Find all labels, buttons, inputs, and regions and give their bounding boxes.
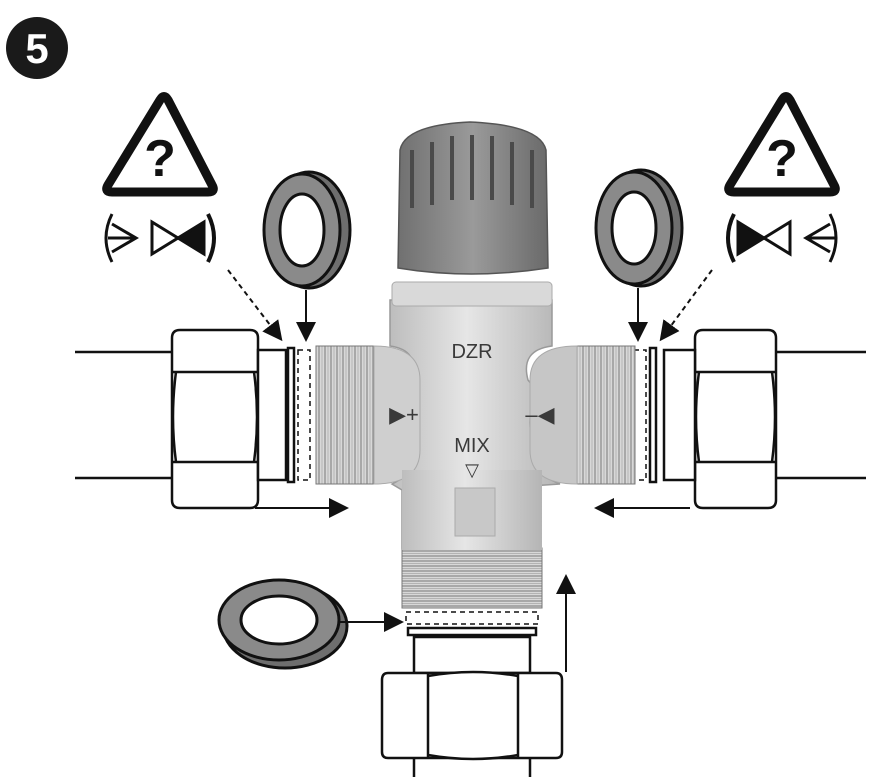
arrow-right-check-valve [659, 269, 713, 342]
cold-inlet-label: –◀ [525, 402, 554, 427]
mix-outlet-label: MIX [454, 435, 490, 457]
step-badge-circle [6, 17, 68, 79]
hot-inlet-label: ▶+ [389, 402, 419, 427]
right-seal [648, 346, 658, 484]
bottom-seal [406, 626, 538, 637]
arrow-left-check-valve [227, 269, 283, 342]
bottom-pipe [412, 758, 532, 777]
valve-mix-stem [454, 487, 496, 537]
warning-left-question: ? [144, 130, 176, 188]
right-check-valve-insert [633, 349, 647, 481]
right-lobe [529, 345, 578, 485]
left-pipe [75, 350, 180, 480]
bottom-thread [401, 547, 543, 609]
warning-right-icon: ? [724, 92, 840, 197]
adjustment-knob[interactable] [397, 121, 549, 275]
step-number: 5 [25, 25, 48, 72]
check-valve-right-icon [726, 213, 838, 263]
washer-bottom-icon [217, 578, 349, 670]
valve-material-label: DZR [451, 341, 492, 363]
left-thread [315, 345, 375, 485]
left-seal [286, 346, 296, 484]
valve-collar [391, 281, 553, 307]
bottom-compression-nut [380, 635, 564, 761]
warning-left-icon: ? [102, 92, 218, 197]
warning-right-question: ? [766, 130, 798, 188]
mix-outlet-arrow: ▽ [465, 460, 479, 480]
right-thread [576, 345, 636, 485]
bottom-check-valve-insert [405, 611, 539, 625]
washer-top-left-icon [262, 170, 352, 290]
right-pipe [770, 350, 866, 480]
right-compression-nut [662, 328, 778, 510]
left-check-valve-insert [297, 349, 311, 481]
washer-top-right-icon [594, 168, 684, 288]
left-compression-nut [170, 328, 288, 510]
check-valve-left-icon [104, 213, 216, 263]
step-badge: 5 [6, 17, 68, 79]
left-lobe [373, 345, 421, 485]
